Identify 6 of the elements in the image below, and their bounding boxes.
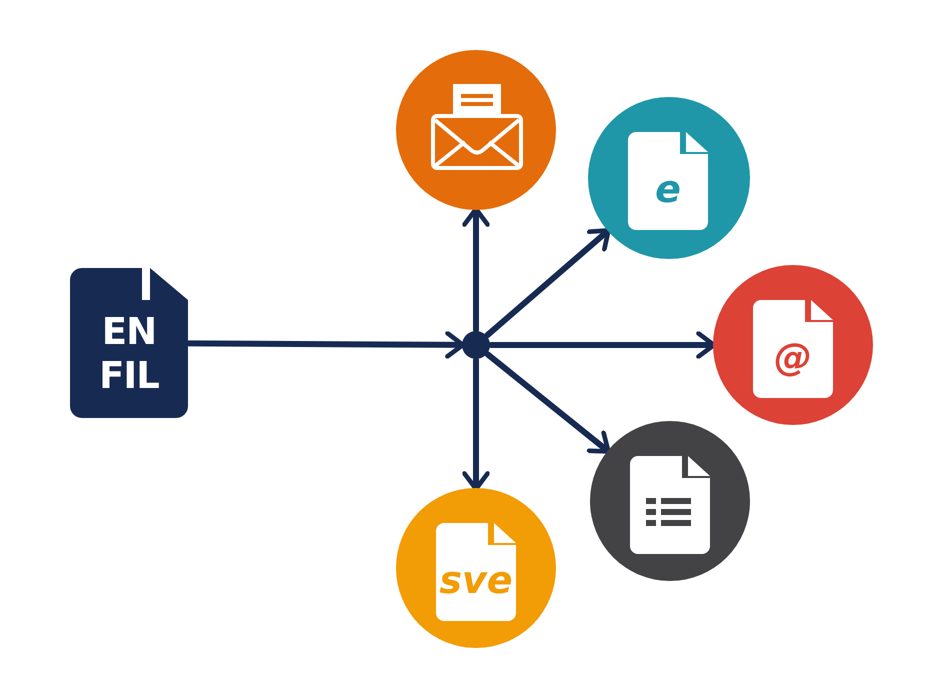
format-label: e xyxy=(655,167,681,211)
arrow xyxy=(484,351,611,454)
format-label: @ xyxy=(774,335,812,379)
document-label: EN FIL xyxy=(98,310,160,398)
arrow xyxy=(484,228,611,338)
format-label: sve xyxy=(439,558,513,602)
